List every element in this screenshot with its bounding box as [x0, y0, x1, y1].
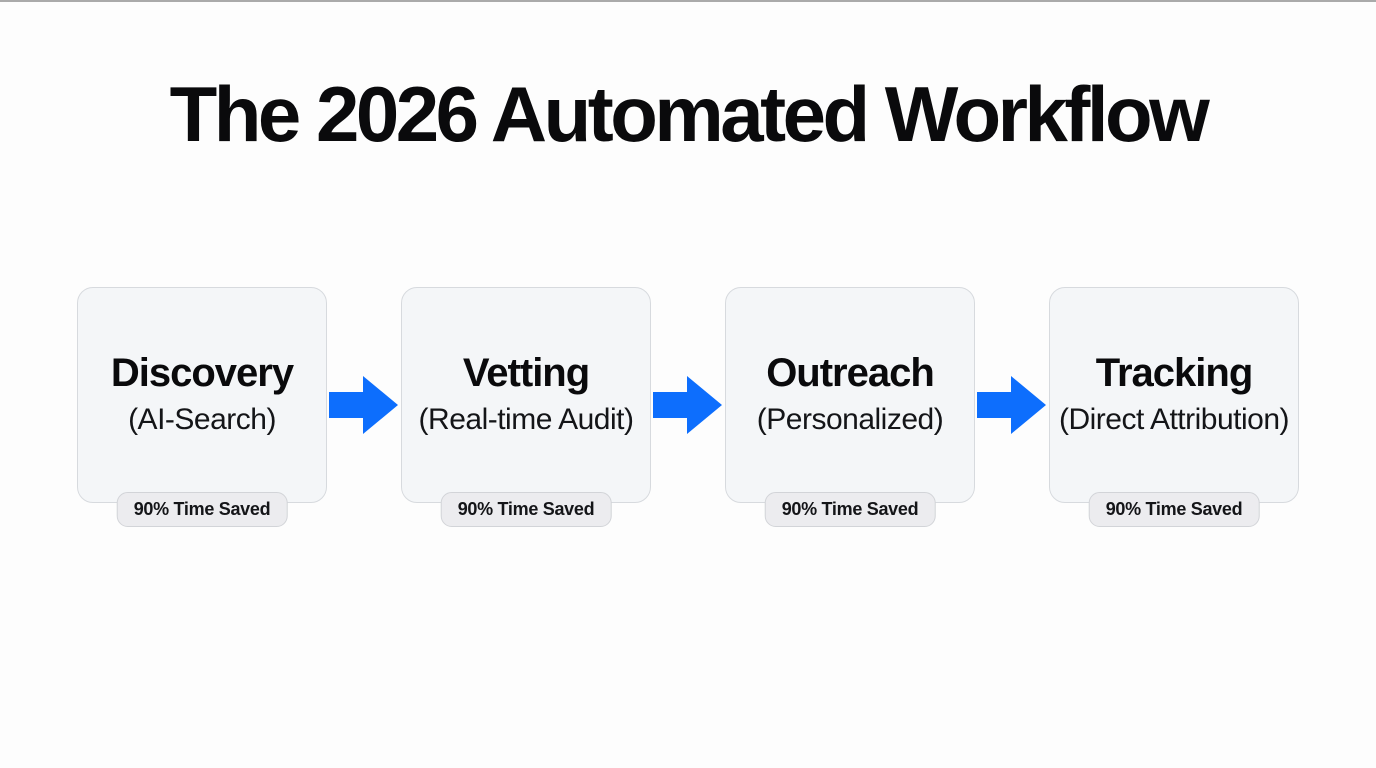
- time-saved-badge: 90% Time Saved: [1088, 492, 1260, 527]
- step-title: Discovery: [110, 350, 294, 395]
- top-edge-line: [0, 0, 1376, 2]
- step-title: Outreach: [766, 350, 935, 395]
- workflow-diagram: Discovery (AI-Search) 90% Time Saved Vet…: [0, 287, 1376, 527]
- arrow-right-icon: [329, 376, 398, 434]
- step-subtitle: (AI-Search): [128, 402, 276, 436]
- step-subtitle: (Direct Attribution): [1058, 402, 1290, 436]
- step-title: Tracking: [1095, 350, 1254, 395]
- step-subtitle: (Real-time Audit): [418, 402, 634, 436]
- arrow-right-icon: [977, 376, 1046, 434]
- time-saved-badge: 90% Time Saved: [440, 492, 612, 527]
- arrow-cell: [327, 287, 401, 503]
- page-title: The 2026 Automated Workflow: [169, 70, 1210, 158]
- step-subtitle: (Personalized): [756, 402, 944, 436]
- arrow-cell: [651, 287, 725, 503]
- workflow-step-discovery: Discovery (AI-Search) 90% Time Saved: [77, 287, 327, 527]
- workflow-step-outreach: Outreach (Personalized) 90% Time Saved: [725, 287, 975, 527]
- arrow-cell: [975, 287, 1049, 503]
- time-saved-badge: 90% Time Saved: [764, 492, 936, 527]
- step-title: Vetting: [462, 350, 590, 395]
- time-saved-badge: 90% Time Saved: [116, 492, 288, 527]
- workflow-step-vetting: Vetting (Real-time Audit) 90% Time Saved: [401, 287, 651, 527]
- workflow-step-tracking: Tracking (Direct Attribution) 90% Time S…: [1049, 287, 1299, 527]
- arrow-right-icon: [653, 376, 722, 434]
